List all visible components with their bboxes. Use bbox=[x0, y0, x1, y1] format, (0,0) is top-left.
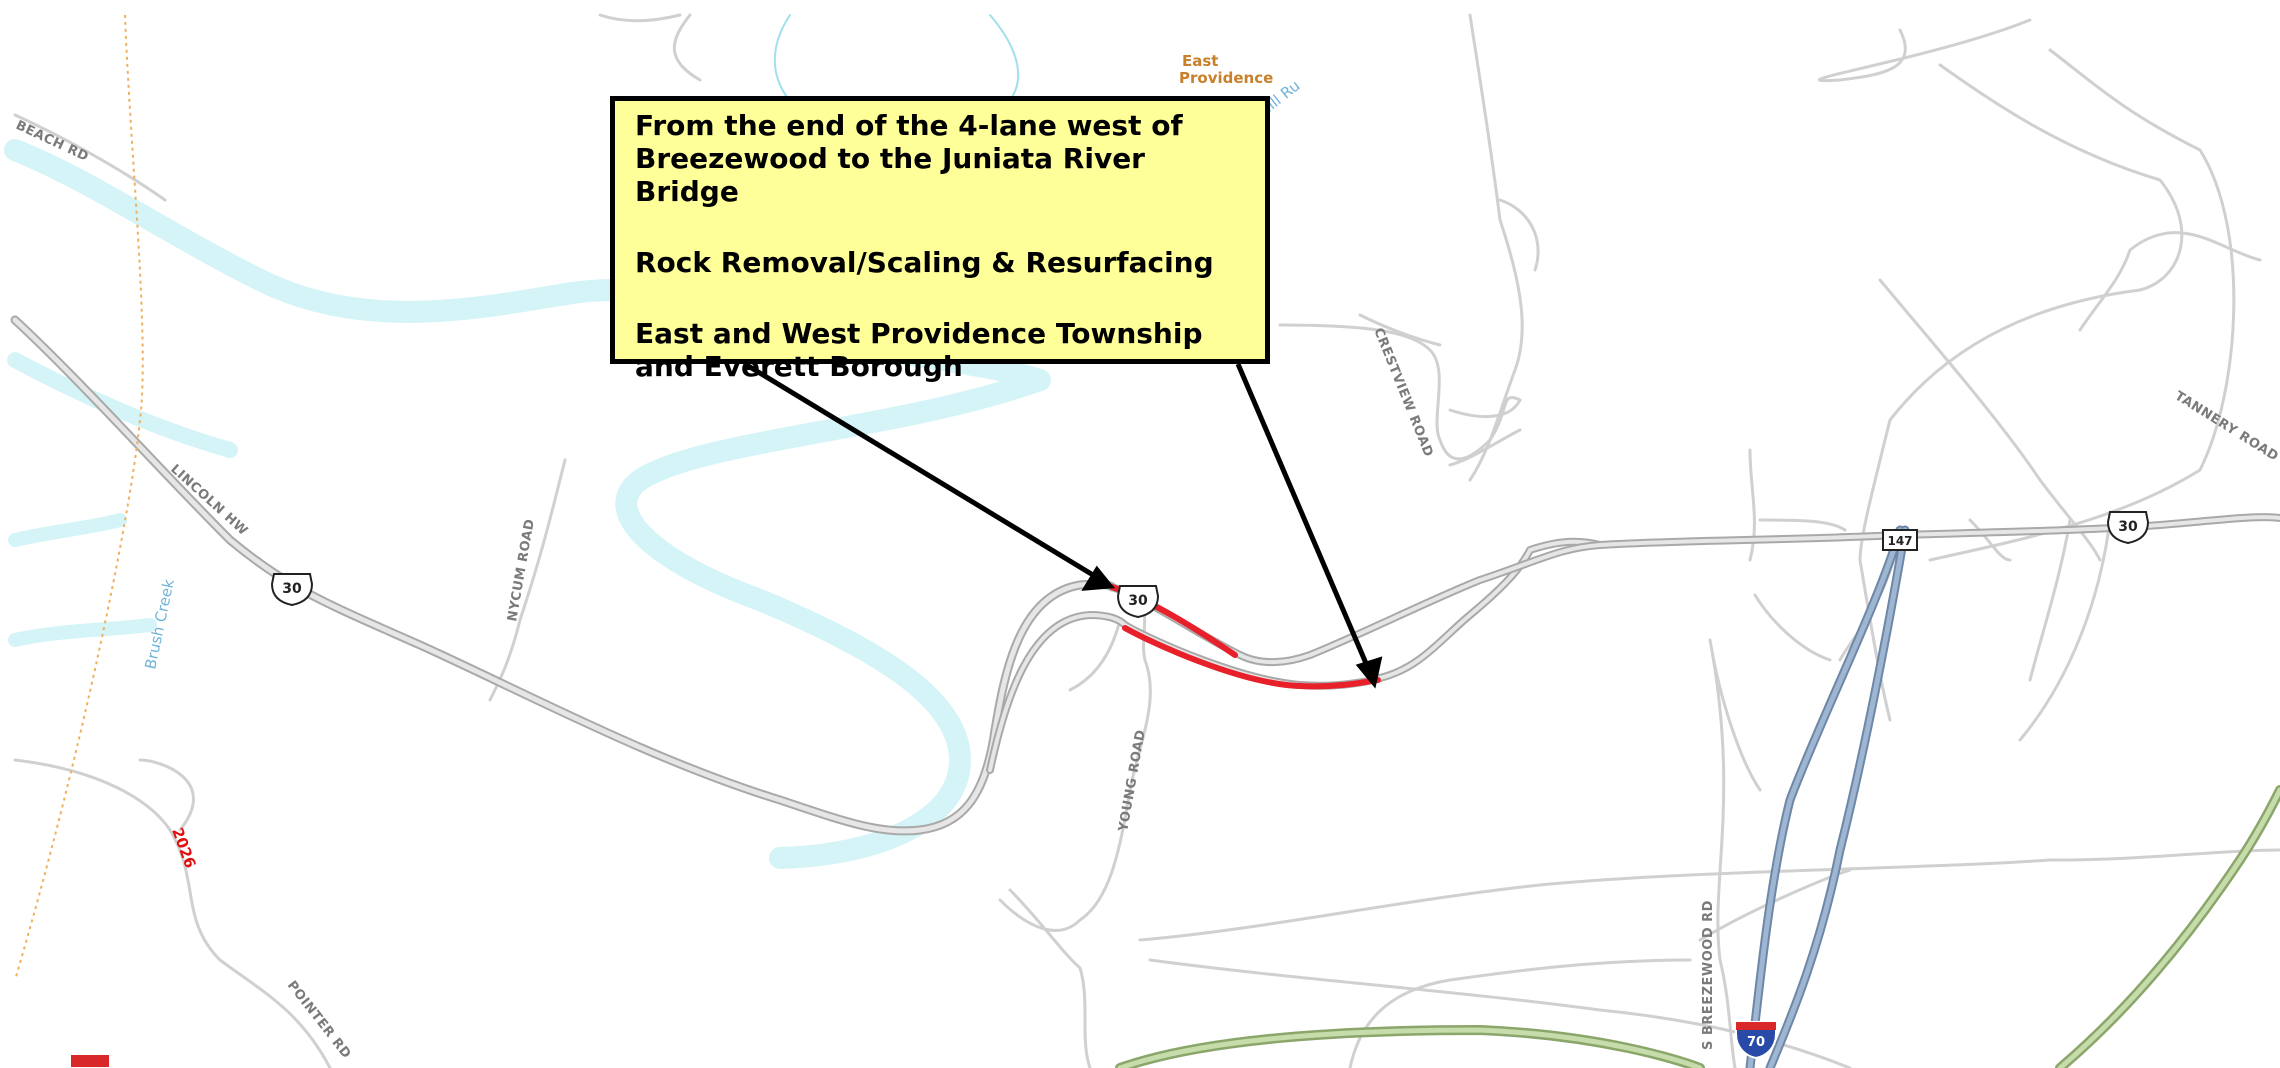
callout-municipalities: East and West Providence Township and Ev… bbox=[635, 317, 1203, 383]
svg-text:70: 70 bbox=[1747, 1035, 1765, 1050]
svg-text:30: 30 bbox=[2118, 519, 2138, 535]
us30-east-casing bbox=[1108, 513, 2280, 667]
us30-road bbox=[10, 315, 2280, 836]
interstate-shield-partial bbox=[69, 1053, 111, 1068]
callout-work-type: Rock Removal/Scaling & Resurfacing bbox=[635, 246, 1214, 279]
callout-limits: From the end of the 4-lane west of Breez… bbox=[635, 109, 1183, 208]
svg-text:30: 30 bbox=[1128, 593, 1148, 609]
label-east-providence-2: Providence bbox=[1179, 69, 1273, 87]
interstate-layer bbox=[1115, 525, 2280, 1068]
label-nycum-road: NYCUM ROAD bbox=[505, 518, 538, 623]
project-callout: From the end of the 4-lane west of Breez… bbox=[610, 96, 1270, 383]
label-lincoln-hw: LINCOLN HW bbox=[167, 462, 250, 539]
pa147-shield: 147 bbox=[1882, 529, 1918, 551]
label-east-providence-1: East bbox=[1182, 52, 1218, 70]
us30-shield-east: 30 bbox=[2106, 511, 2150, 545]
shields: 30 30 30 147 70 bbox=[69, 511, 2150, 1068]
juniata-river bbox=[4, 139, 1051, 869]
callout-arrows bbox=[743, 361, 1383, 689]
label-sr-2026: 2026 bbox=[168, 825, 199, 870]
water-layer bbox=[4, 14, 1051, 869]
svg-text:30: 30 bbox=[282, 581, 302, 597]
us30-fill bbox=[12, 317, 1115, 834]
svg-text:147: 147 bbox=[1887, 534, 1912, 548]
arrow-east bbox=[1235, 363, 1371, 669]
arrow-west bbox=[743, 361, 1100, 581]
us30-shield-mid: 30 bbox=[1116, 585, 1160, 619]
i70-casing bbox=[1745, 525, 1910, 1068]
i70-shield: 70 bbox=[1735, 1021, 1777, 1060]
turnpike-fill bbox=[1117, 787, 2280, 1068]
label-young-road: YOUNG ROAD bbox=[1116, 728, 1149, 833]
arrow-west-head bbox=[1081, 565, 1115, 591]
project-segment-wb bbox=[1122, 625, 1381, 690]
river-branch bbox=[7, 352, 238, 458]
i70-fill bbox=[1747, 527, 1908, 1068]
label-tannery-road: TANNERY ROAD bbox=[2172, 389, 2280, 465]
us30-shield-west: 30 bbox=[270, 573, 314, 607]
river-branch-2 bbox=[8, 513, 157, 647]
arrow-east-head bbox=[1355, 656, 1383, 689]
label-s-breezewood-rd: S BREEZEWOOD RD bbox=[1701, 900, 1716, 1050]
